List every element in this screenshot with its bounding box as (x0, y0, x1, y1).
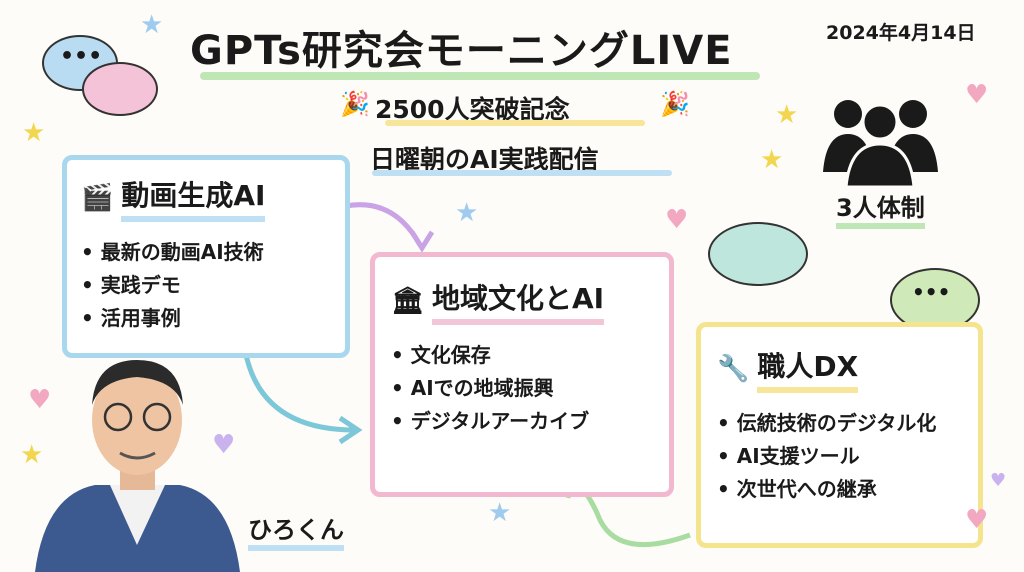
heart-icon: ♥ (665, 205, 689, 235)
subtitle-description: 日曜朝のAI実践配信 (370, 145, 599, 174)
arrow-icon (242, 349, 356, 433)
section-video-ai: 🎬動画生成AI 最新の動画AI技術 実践デモ 活用事例 (62, 155, 350, 358)
star-icon: ★ (455, 198, 479, 228)
section-title: 職人DX (757, 345, 859, 393)
page-title: GPTs研究会モーニングLIVE (190, 28, 733, 74)
subtitle-underline (385, 120, 645, 126)
speech-bubble-teal-icon (708, 222, 808, 286)
list-item: 次世代への継承 (717, 473, 962, 506)
star-icon: ★ (140, 10, 164, 40)
list-item: AI支援ツール (717, 440, 962, 473)
list-item: 最新の動画AI技術 (81, 236, 331, 269)
list-item: 活用事例 (81, 302, 331, 335)
section-title: 動画生成AI (121, 174, 266, 222)
ellipsis-icon: ••• (60, 44, 103, 69)
heart-icon: ♥ (990, 470, 1007, 491)
list-item: 文化保存 (391, 339, 653, 372)
subtitle-underline (372, 170, 672, 176)
star-icon: ★ (20, 440, 44, 470)
arrow-icon (338, 415, 363, 445)
clapperboard-icon: 🎬 (81, 183, 114, 213)
ellipsis-icon: ••• (912, 280, 951, 304)
speech-bubble-green-icon (890, 268, 980, 332)
section-craftsman-dx: 🔧職人DX 伝統技術のデジタル化 AI支援ツール 次世代への継承 (696, 322, 983, 548)
heart-icon: ♥ (965, 505, 989, 535)
heart-icon: ♥ (965, 80, 989, 110)
people-group-icon (823, 100, 938, 187)
star-icon: ★ (22, 118, 46, 148)
heart-icon: ♥ (212, 430, 236, 460)
party-popper-icon: 🎉 (340, 90, 370, 118)
party-popper-icon: 🎉 (660, 90, 690, 118)
list-item: 実践デモ (81, 269, 331, 302)
speech-bubble-pink-icon (82, 62, 158, 116)
list-item: デジタルアーカイブ (391, 405, 653, 438)
star-icon: ★ (775, 100, 799, 130)
star-icon: ★ (760, 145, 784, 175)
title-underline (200, 72, 760, 80)
presenter-portrait (35, 360, 240, 572)
heart-icon: ♥ (28, 385, 52, 415)
list-item: AIでの地域振興 (391, 372, 653, 405)
presenter-name: ひろくん (248, 510, 344, 551)
team-label: 3人体制 (836, 188, 925, 229)
subtitle-milestone: 2500人突破記念 (375, 95, 570, 124)
section-title: 地域文化とAI (432, 277, 605, 325)
arrow-icon (409, 230, 435, 253)
date: 2024年4月14日 (826, 22, 976, 44)
wrench-icon: 🔧 (717, 354, 750, 384)
section-regional-culture: 🏛地域文化とAI 文化保存 AIでの地域振興 デジタルアーカイブ (370, 252, 674, 497)
list-item: 伝統技術のデジタル化 (717, 407, 962, 440)
building-icon: 🏛 (391, 286, 425, 316)
star-icon: ★ (488, 498, 512, 528)
